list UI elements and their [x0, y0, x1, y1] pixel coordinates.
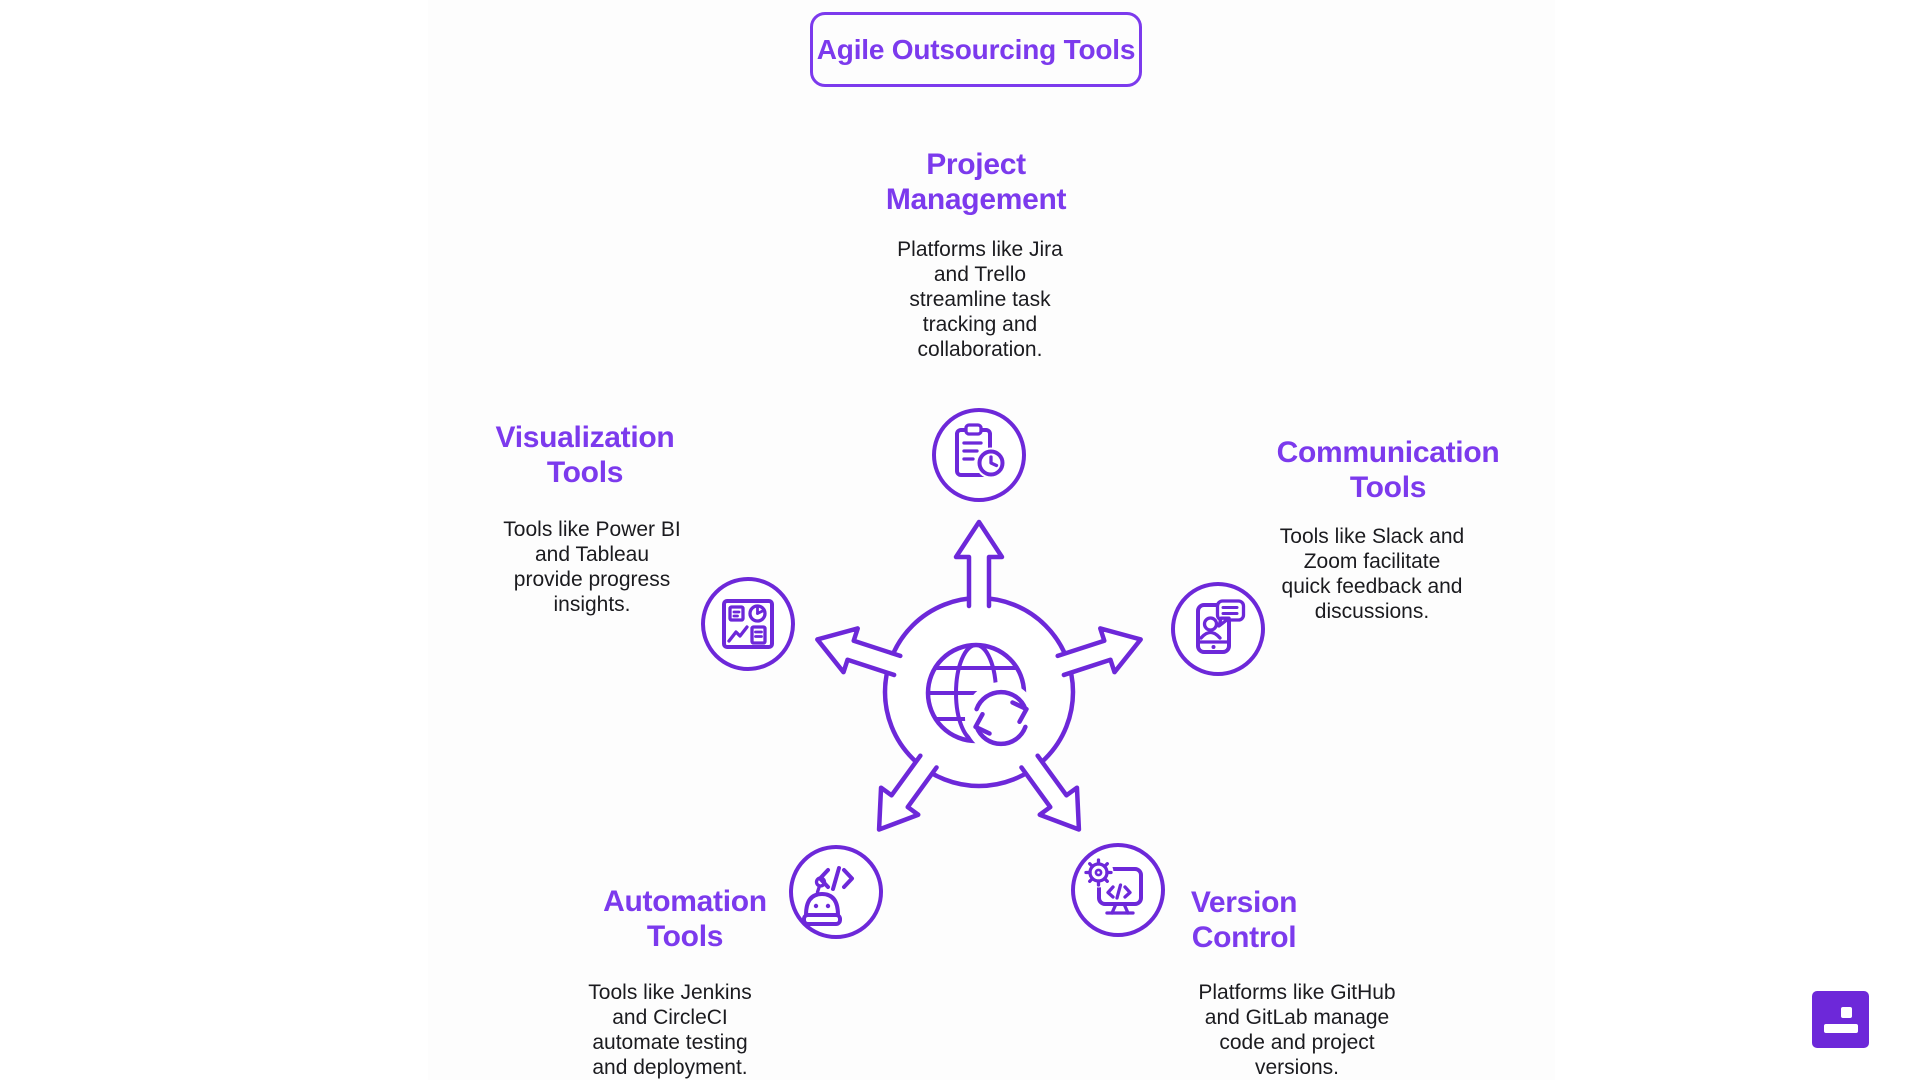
logo-badge-bar [1824, 1024, 1858, 1033]
robot-code-icon [789, 845, 883, 939]
sync-arrows-glyph [965, 682, 1037, 754]
globe-glyph [925, 642, 1037, 754]
node-heading-project-management: Project Management [885, 148, 1067, 216]
phone-chat-icon [1171, 582, 1265, 676]
globe-sync-icon [815, 519, 1143, 832]
logo-badge-square [1841, 1007, 1852, 1018]
clipboard-clock-icon [932, 408, 1026, 502]
node-heading-automation-tools: Automation Tools [603, 885, 767, 953]
diagram-title-box: Agile Outsourcing Tools [810, 12, 1142, 87]
radial-arrow-project-management [953, 519, 1005, 609]
node-heading-visualization-tools: Visualization Tools [495, 421, 675, 489]
node-heading-communication-tools: Communication Tools [1276, 436, 1500, 504]
node-description-automation-tools: Tools like Jenkins and CircleCI automate… [588, 981, 752, 1079]
logo-badge[interactable] [1812, 991, 1869, 1048]
node-description-project-management: Platforms like Jira and Trello streamlin… [897, 238, 1063, 361]
radial-arrow-automation-tools [876, 753, 939, 832]
radial-arrow-communication-tools [1055, 626, 1143, 678]
node-description-communication-tools: Tools like Slack and Zoom facilitate qui… [1279, 525, 1465, 623]
dashboard-chart-icon [701, 577, 795, 671]
monitor-gear-icon [1071, 843, 1165, 937]
radial-arrow-version-control [1019, 753, 1082, 832]
diagram-title: Agile Outsourcing Tools [816, 33, 1136, 65]
node-heading-version-control: Version Control [1190, 886, 1298, 954]
radial-arrow-visualization-tools [815, 626, 903, 678]
node-description-visualization-tools: Tools like Power BI and Tableau provide … [503, 518, 681, 616]
node-description-version-control: Platforms like GitHub and GitLab manage … [1198, 981, 1396, 1079]
